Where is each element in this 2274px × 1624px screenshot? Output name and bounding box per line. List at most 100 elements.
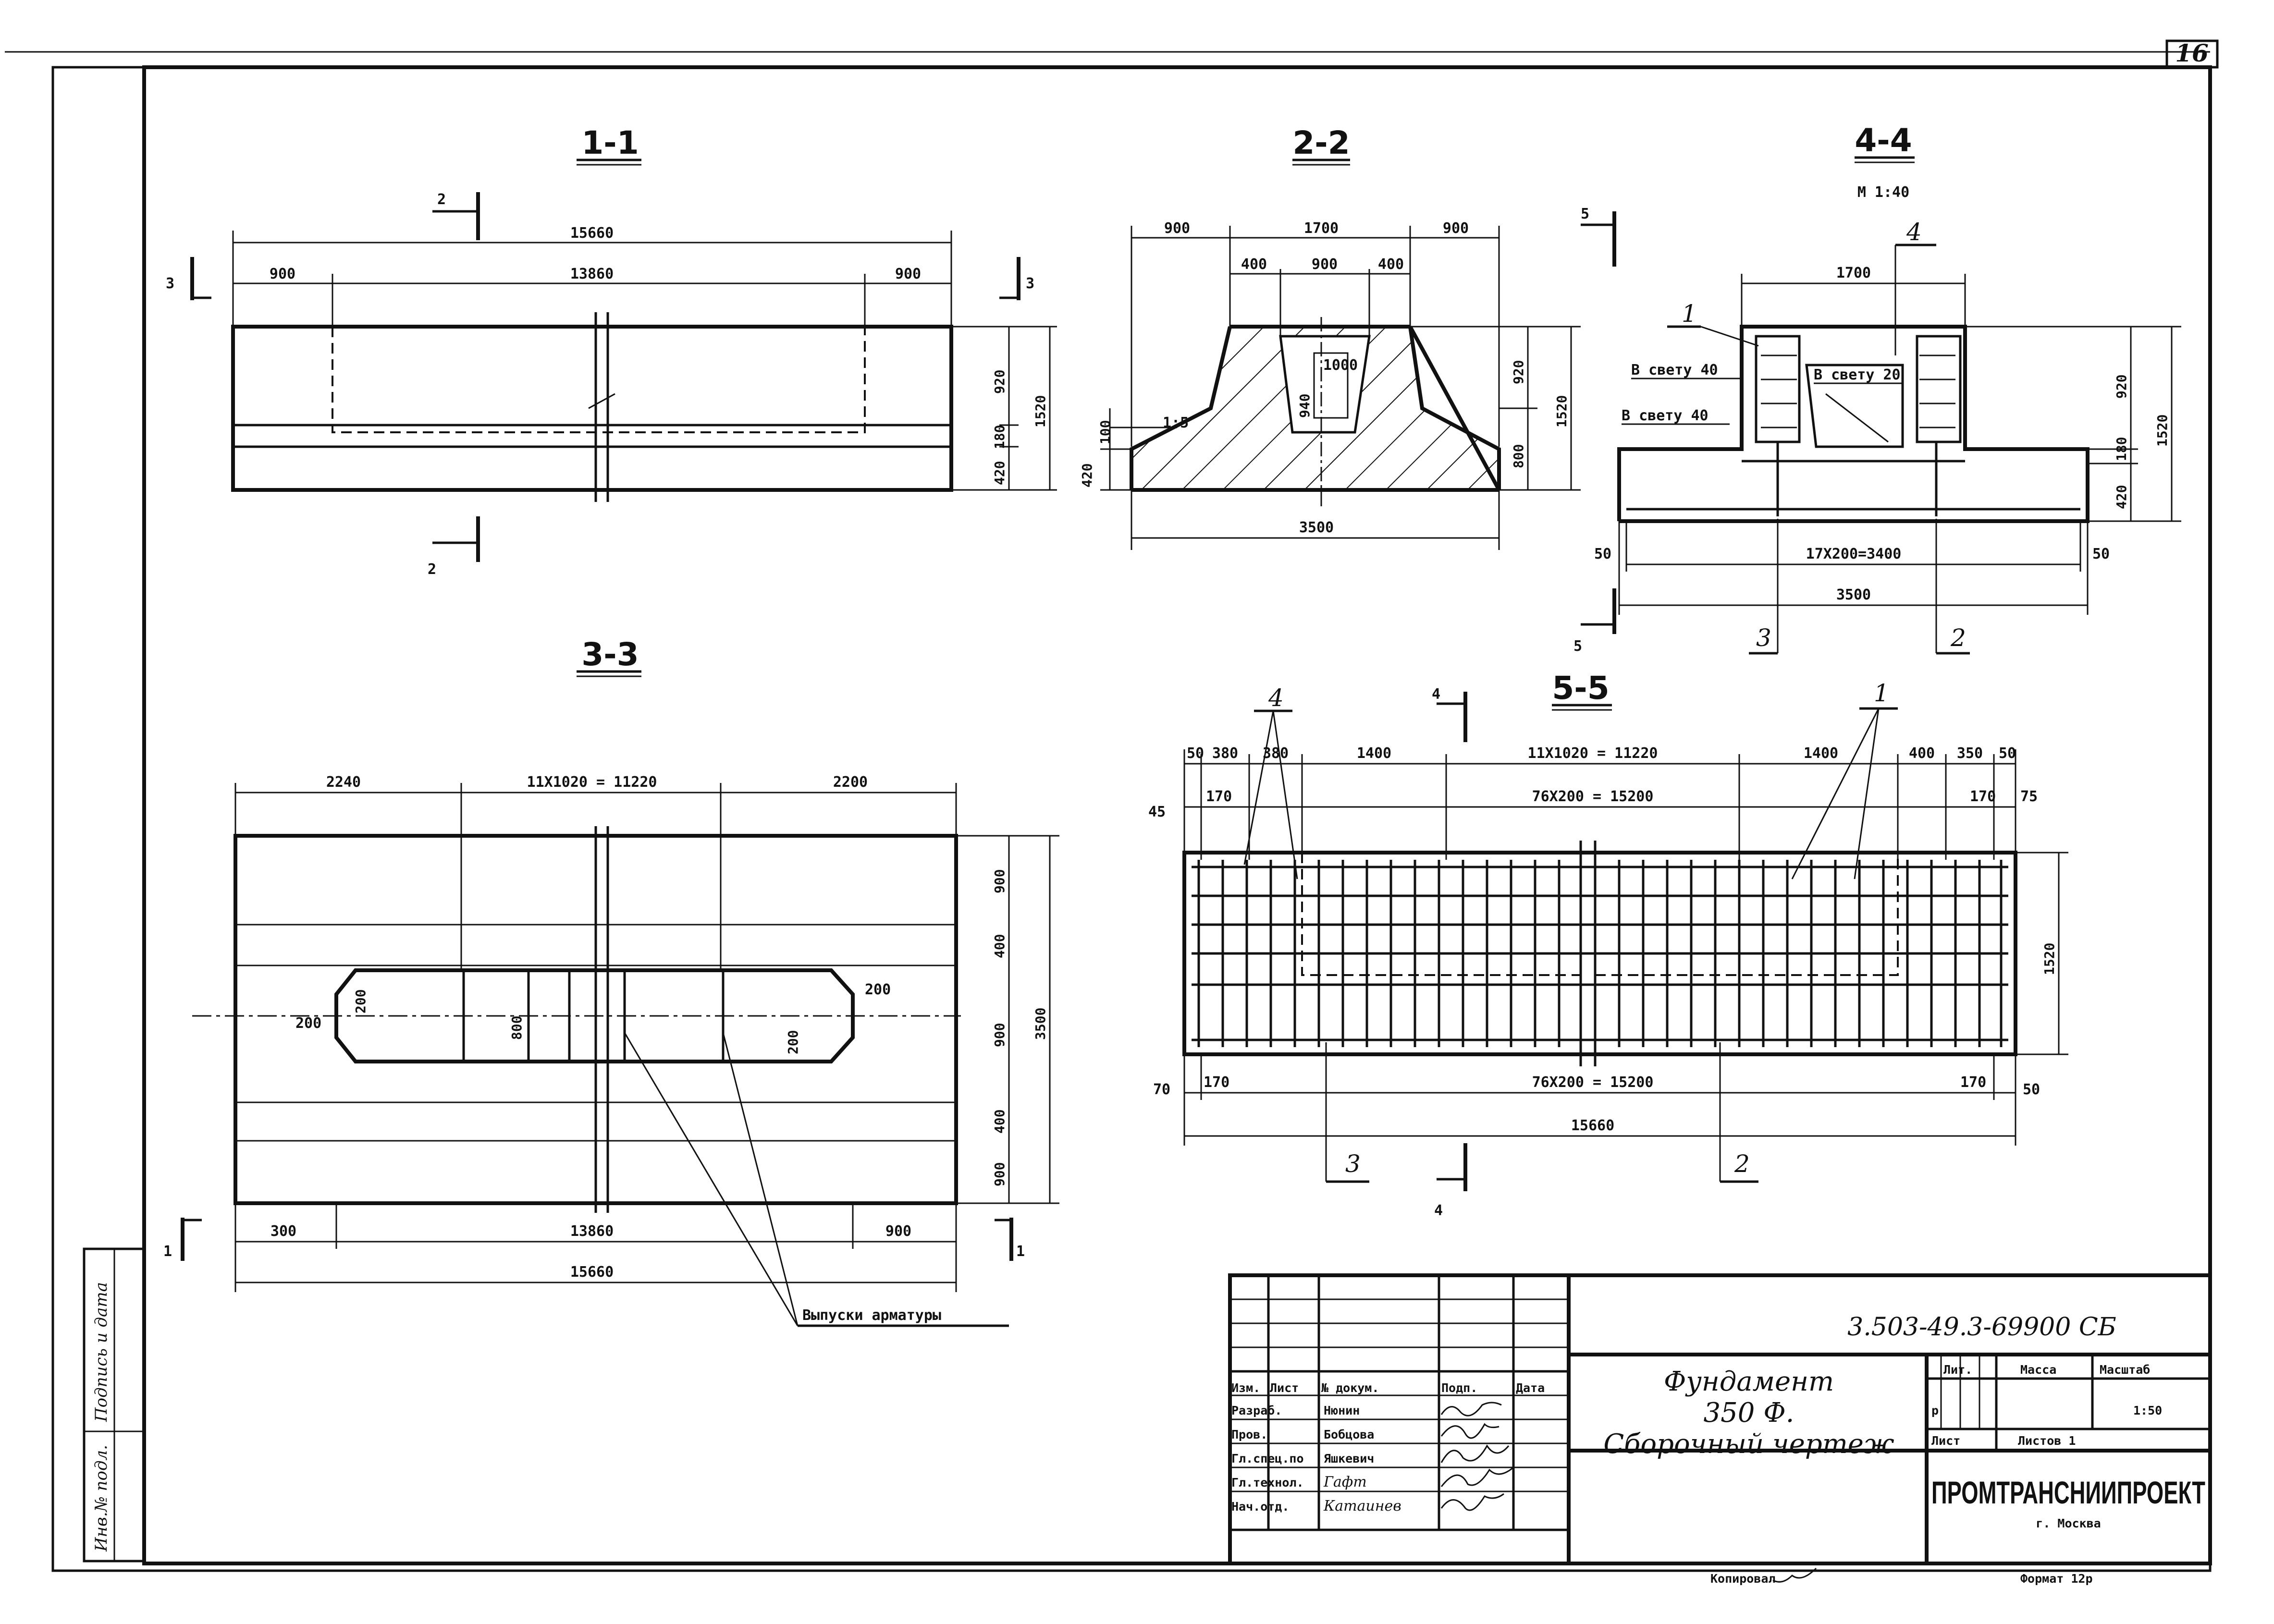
dim-1-1-h920: 920 (992, 369, 1008, 394)
signature-0 (1440, 1402, 1502, 1416)
stamp-header-sign: Подп. (1441, 1381, 1477, 1395)
dim-4-4-h1520: 1520 (2154, 415, 2170, 447)
dim-4-4-edge-left: 50 (1594, 546, 1611, 562)
stamp-role-0: Разраб. (1231, 1404, 1282, 1417)
dim-3-3-r400a: 400 (992, 934, 1008, 958)
scale-header: Масштаб (2100, 1363, 2150, 1377)
stamp-role-1: Пров. (1231, 1428, 1267, 1441)
dim-2-2-c: 400 (1378, 256, 1404, 273)
dim-1-1-h420: 420 (992, 461, 1008, 485)
view-title-3-3: 3-3 (581, 636, 639, 673)
stamp-name-4: Катаинев (1323, 1498, 1401, 1514)
dim-1-1-total: 15660 (570, 225, 614, 242)
note-clear-40-a: В свету 40 (1631, 362, 1718, 379)
dim-3-3-spacing: 11X1020 = 11220 (527, 774, 657, 791)
callout-2: 2 (1950, 624, 1966, 652)
title-line-3: Сборочный чертеж (1603, 1429, 1894, 1460)
stamp-header-date: Дата (1516, 1381, 1545, 1395)
note-rebar-outlets: Выпуски арматуры (802, 1307, 941, 1324)
dim-3-3-inner-a: 200 (295, 1015, 321, 1032)
stamp-header-doc: № докум. (1321, 1381, 1379, 1395)
dim-5-5-s170b: 170 (1970, 788, 1996, 805)
dim-1-1-mid: 13860 (570, 266, 614, 282)
format-label: Формат 12р (2020, 1572, 2093, 1586)
sheet-number: 16 (2175, 39, 2209, 67)
doc-code: 3.503-49.3-69900 СБ (1847, 1313, 2116, 1342)
dim-4-4-h180: 180 (2114, 437, 2129, 461)
section-mark-3-left: 3 (166, 275, 174, 292)
stamp-role-2: Гл.спец.по (1231, 1452, 1304, 1465)
callout-5-5-3: 3 (1345, 1150, 1361, 1178)
side-stamp-inventory: Инв.№ подл. (92, 1445, 111, 1552)
dim-1-1-h180: 180 (992, 425, 1008, 449)
dim-3-3-b300: 300 (270, 1223, 296, 1240)
dim-5-5-t50b: 50 (1999, 745, 2016, 762)
dim-3-3-r400b: 400 (992, 1109, 1008, 1134)
dim-4-4-edge-right: 50 (2092, 546, 2110, 562)
view-title-1-1: 1-1 (581, 124, 639, 161)
dim-5-5-s-spacing: 76X200 = 15200 (1532, 788, 1654, 805)
sheets-label: Листов 1 (2018, 1434, 2076, 1448)
dim-3-3-inner-b: 200 (353, 989, 369, 1013)
dim-4-4-h420: 420 (2114, 485, 2129, 509)
stamp-header-izm: Изм. (1231, 1381, 1260, 1395)
view-3-3: 3-3 2240 11X1020 = 11220 2200 900 400 90… (163, 636, 1059, 1327)
dim-2-2-mid: 1700 (1304, 220, 1339, 237)
view-5-5: 5-5 (1148, 670, 2068, 1219)
dim-2-2-h420: 420 (1079, 463, 1095, 488)
section-mark-4-bottom: 4 (1434, 1202, 1443, 1219)
callout-1: 1 (1682, 300, 1697, 328)
note-clear-20: В свету 20 (1814, 366, 1901, 383)
dim-5-5-t-spacing: 11X1020 = 11220 (1528, 745, 1658, 762)
dim-2-2-h940: 940 (1297, 393, 1313, 418)
dim-3-3-b13860: 13860 (570, 1223, 614, 1240)
dim-4-4-top: 1700 (1836, 265, 1871, 281)
stamp-name-3: Гафт (1323, 1474, 1367, 1490)
section-mark-4-top: 4 (1432, 686, 1440, 703)
dim-5-5-s45: 45 (1148, 804, 1166, 820)
dim-5-5-t380a: 380 (1212, 745, 1238, 762)
copied-label: Копировал (1710, 1572, 1775, 1586)
dim-3-3-left: 2240 (326, 774, 361, 791)
stamp-name-1: Бобцова (1324, 1428, 1374, 1441)
view-2-2: 2-2 900 1700 900 400 900 400 1000 (1079, 124, 1581, 550)
dim-3-3-right: 2200 (833, 774, 868, 791)
title-line-2: 350 Ф. (1704, 1397, 1795, 1429)
view-title-5-5: 5-5 (1552, 670, 1609, 707)
callout-5-5-1: 1 (1874, 679, 1889, 707)
dim-2-2-h1520: 1520 (1554, 395, 1570, 427)
dim-1-1-right: 900 (895, 266, 921, 282)
dim-3-3-inner-e: 200 (865, 981, 891, 998)
dim-5-5-s75: 75 (2020, 788, 2038, 805)
section-mark-2-top: 2 (437, 191, 446, 208)
callout-4: 4 (1906, 218, 1922, 246)
stamp-name-2: Яшкевич (1324, 1452, 1374, 1465)
dim-5-5-b15660: 15660 (1571, 1117, 1614, 1134)
dim-5-5-t400: 400 (1909, 745, 1935, 762)
dim-1-1-h1520: 1520 (1033, 395, 1048, 427)
dim-1-1-left: 900 (270, 266, 295, 282)
dim-2-2-h800: 800 (1511, 444, 1526, 468)
callout-3: 3 (1756, 624, 1771, 652)
view-1-1: 1-1 15660 900 13860 900 920 180 420 1520 (166, 124, 1057, 578)
dim-2-2-h920: 920 (1511, 360, 1526, 384)
section-mark-1-left: 1 (163, 1243, 172, 1260)
lit-value: р (1931, 1404, 1939, 1417)
mass-header: Масса (2020, 1363, 2056, 1377)
dim-4-4-bottom: 3500 (1836, 586, 1871, 603)
callout-5-5-2: 2 (1734, 1150, 1750, 1178)
title-line-1: Фундамент (1664, 1366, 1834, 1397)
city: г. Москва (2036, 1516, 2101, 1530)
dim-3-3-r3500: 3500 (1033, 1008, 1048, 1040)
dim-3-3-inner-d: 200 (785, 1030, 801, 1054)
dim-3-3-r900a: 900 (992, 869, 1008, 893)
dim-5-5-b170a: 170 (1204, 1074, 1229, 1091)
dim-4-4-spacing: 17X200=3400 (1806, 546, 1902, 562)
dim-5-5-b170b: 170 (1960, 1074, 1986, 1091)
stamp-header-list: Лист (1270, 1381, 1299, 1395)
slope-label: 1:5 (1163, 415, 1189, 431)
organization: ПРОМТРАНСНИИПРОЕКТ (1931, 1475, 2205, 1510)
title-block: Изм. Лист № докум. Подп. Дата Разраб. Пр… (1228, 1273, 2212, 1565)
dim-5-5-b70: 70 (1153, 1081, 1170, 1098)
